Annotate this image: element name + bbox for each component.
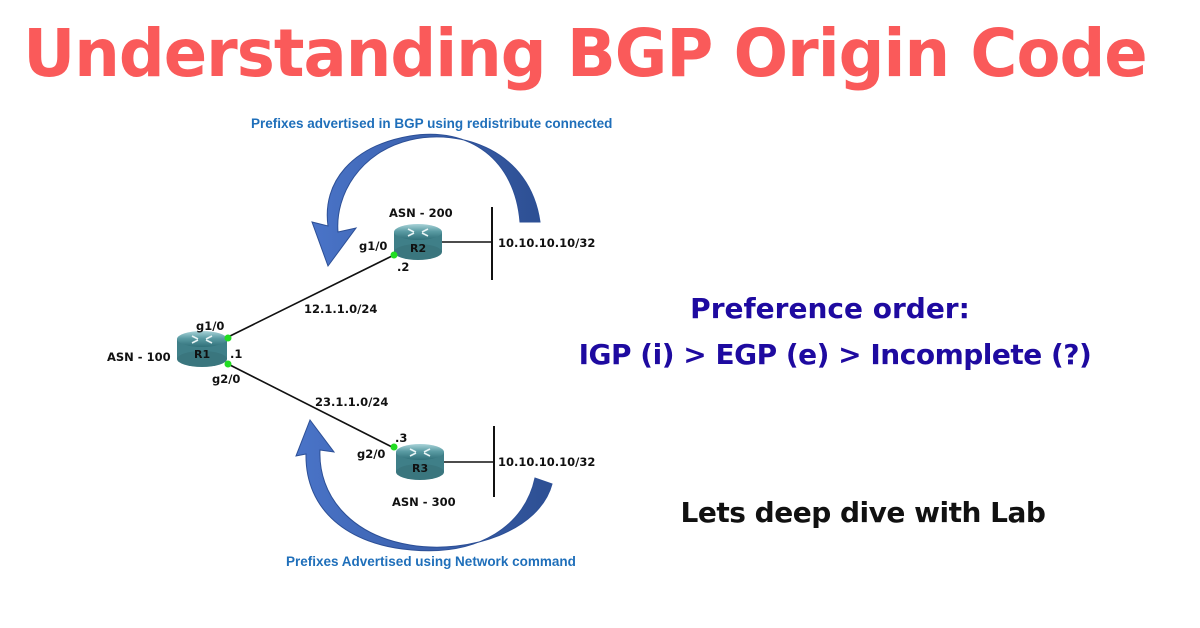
link-r1-r3-subnet: 23.1.1.0/24 <box>315 395 388 409</box>
port-r1-g1-icon <box>224 334 232 342</box>
r3-asn: ASN - 300 <box>392 495 456 509</box>
port-r1-g2-icon <box>224 360 232 368</box>
router-r3-icon[interactable]: R3 <box>396 444 444 480</box>
r3-prefix: 10.10.10.10/32 <box>498 455 595 469</box>
router-r2-icon[interactable]: R2 <box>394 224 442 260</box>
svg-text:.1: .1 <box>230 347 242 361</box>
svg-text:R1: R1 <box>194 348 210 361</box>
svg-text:.2: .2 <box>397 260 409 274</box>
preference-order: IGP (i) > EGP (e) > Incomplete (?) <box>578 338 1092 371</box>
port-r3-g2-icon <box>390 443 398 451</box>
port-r2-g1-icon <box>390 251 398 259</box>
svg-text:g2/0: g2/0 <box>212 372 240 386</box>
top-caption: Prefixes advertised in BGP using redistr… <box>251 116 612 131</box>
bottom-caption: Prefixes Advertised using Network comman… <box>286 554 576 569</box>
r1-asn: ASN - 100 <box>107 350 171 364</box>
svg-text:g1/0: g1/0 <box>359 239 387 253</box>
svg-text:g2/0: g2/0 <box>357 447 385 461</box>
svg-text:.3: .3 <box>395 431 407 445</box>
page-title: Understanding BGP Origin Code <box>23 15 1148 92</box>
link-r1-r2-subnet: 12.1.1.0/24 <box>304 302 377 316</box>
r2-prefix: 10.10.10.10/32 <box>498 236 595 250</box>
redistribute-arrow-icon <box>311 133 541 268</box>
svg-text:g1/0: g1/0 <box>196 319 224 333</box>
router-r1-icon[interactable]: R1 <box>177 331 227 367</box>
lab-cta-text: Lets deep dive with Lab <box>680 496 1046 529</box>
svg-text:R2: R2 <box>410 242 426 255</box>
r2-asn: ASN - 200 <box>389 206 453 220</box>
preference-heading: Preference order: <box>690 292 970 325</box>
svg-text:R3: R3 <box>412 462 428 475</box>
network-command-arrow-icon <box>295 418 553 552</box>
